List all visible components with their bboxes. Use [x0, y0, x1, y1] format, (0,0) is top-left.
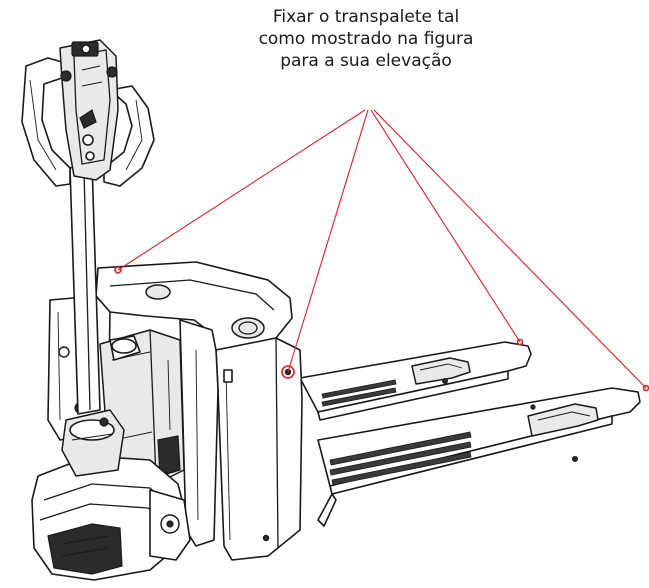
caption: Fixar o transpalete tal como mostrado na…	[196, 6, 536, 72]
drive-unit	[31, 402, 191, 581]
fork-front	[317, 387, 641, 527]
tiller-head	[21, 39, 155, 187]
caption-line-3: para a sua elevação	[280, 51, 452, 71]
caption-line-1: Fixar o transpalete tal	[272, 7, 460, 27]
leader-line-2	[287, 109, 369, 373]
fork-back	[299, 341, 532, 421]
tiller-arm	[69, 163, 141, 415]
leader-line-4	[373, 109, 647, 389]
caption-line-2: como mostrado na figura	[258, 29, 474, 49]
leader-lines	[117, 109, 647, 389]
leader-line-1	[117, 109, 366, 271]
leader-line-3	[370, 109, 521, 343]
